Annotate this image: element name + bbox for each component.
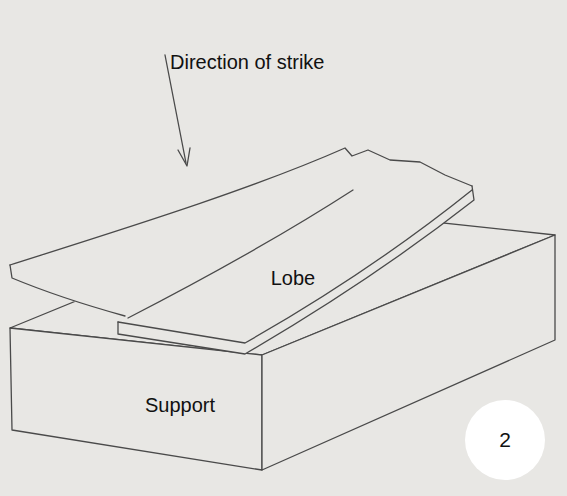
callout-number: 2 [499, 428, 511, 452]
callout-circle: 2 [465, 400, 545, 480]
lobe-sheet [10, 148, 474, 354]
part-label: Lobe [271, 266, 316, 290]
part-label: Support [145, 393, 215, 417]
arrow-label: Direction of strike [170, 50, 325, 74]
